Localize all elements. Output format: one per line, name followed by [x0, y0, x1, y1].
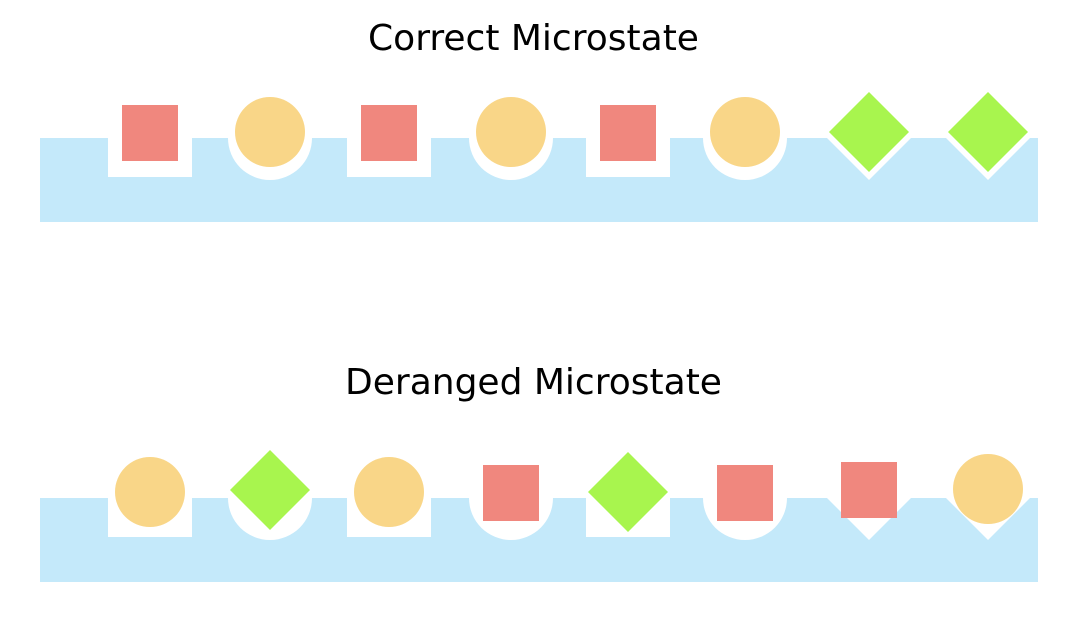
- correct-piece-square: [600, 105, 656, 161]
- correct-piece-diamond: [829, 92, 909, 172]
- deranged-piece-circle: [953, 454, 1023, 524]
- deranged-piece-square: [483, 465, 539, 521]
- deranged-piece-diamond: [230, 450, 310, 530]
- deranged-microstate-row: [40, 450, 1038, 582]
- deranged-piece-circle: [115, 457, 185, 527]
- correct-microstate-row: [40, 92, 1038, 222]
- deranged-piece-square: [841, 462, 897, 518]
- deranged-piece-circle: [354, 457, 424, 527]
- deranged-piece-square: [717, 465, 773, 521]
- correct-piece-square: [122, 105, 178, 161]
- correct-piece-square: [361, 105, 417, 161]
- correct-piece-circle: [710, 97, 780, 167]
- correct-piece-circle: [476, 97, 546, 167]
- correct-piece-circle: [235, 97, 305, 167]
- correct-piece-diamond: [948, 92, 1028, 172]
- deranged-piece-diamond: [588, 452, 668, 532]
- deranged-microstate-title: Deranged Microstate: [345, 362, 722, 403]
- correct-microstate-title: Correct Microstate: [368, 18, 699, 59]
